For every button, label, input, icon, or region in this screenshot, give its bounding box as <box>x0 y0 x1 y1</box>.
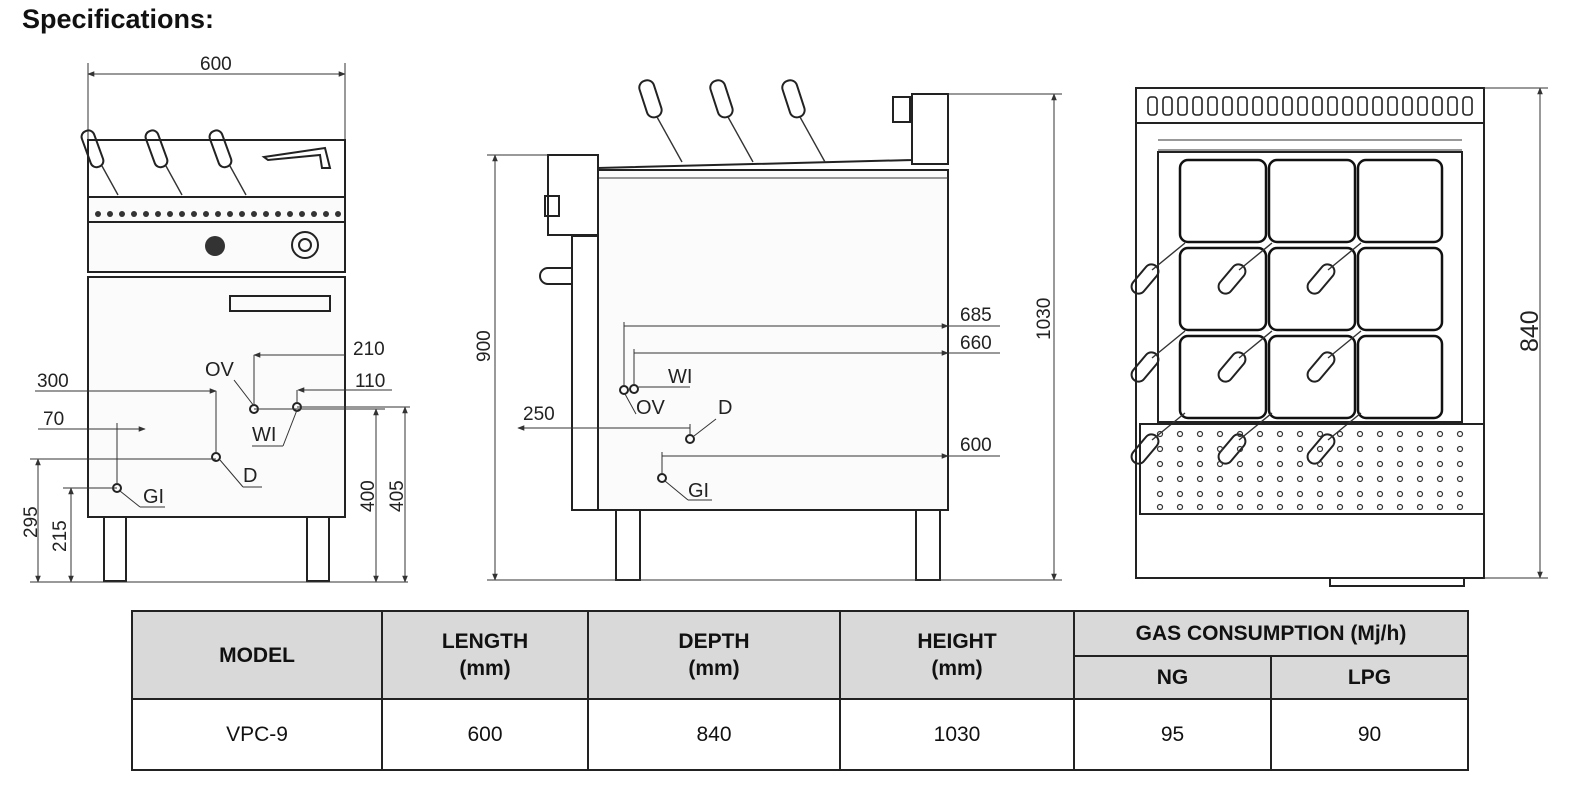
label-d-side: D <box>718 397 732 419</box>
label-gi-front: GI <box>143 486 164 508</box>
header-depth: DEPTH (mm) <box>587 610 841 700</box>
perforation-dots <box>1156 430 1464 511</box>
label-gi-side: GI <box>688 480 709 502</box>
label-d-front: D <box>243 465 257 487</box>
cell-lpg: 90 <box>1270 698 1469 771</box>
header-height: HEIGHT (mm) <box>839 610 1075 700</box>
control-knob <box>205 236 225 256</box>
top-vent-row <box>1147 96 1473 116</box>
ignition-button <box>291 231 319 259</box>
dim-210: 210 <box>353 339 385 360</box>
leg-left <box>103 516 127 582</box>
dim-295: 295 <box>21 506 42 538</box>
dim-300: 300 <box>37 371 69 392</box>
cell-depth: 840 <box>587 698 841 771</box>
page-title: Specifications: <box>22 4 215 34</box>
header-lpg: LPG <box>1270 655 1469 700</box>
dim-400: 400 <box>358 480 379 512</box>
top-basket-handles <box>1130 242 1362 465</box>
header-ng: NG <box>1073 655 1272 700</box>
cabinet-handle <box>229 295 331 312</box>
dim-685: 685 <box>960 305 992 326</box>
dim-70: 70 <box>43 409 64 430</box>
dim-250: 250 <box>523 404 555 425</box>
cell-ng: 95 <box>1073 698 1272 771</box>
dim-660: 660 <box>960 333 992 354</box>
cell-length: 600 <box>381 698 589 771</box>
specifications-table: MODEL LENGTH (mm) DEPTH (mm) HEIGHT (mm)… <box>131 610 1469 771</box>
dim-110: 110 <box>355 371 385 392</box>
table-row: VPC-9 600 840 1030 95 90 <box>131 698 1469 771</box>
technical-drawing: 600 <box>21 54 1548 587</box>
dim-900: 900 <box>474 330 495 362</box>
dim-600-depth: 600 <box>960 435 992 456</box>
top-view: 840 <box>1130 87 1548 587</box>
cell-height: 1030 <box>839 698 1075 771</box>
label-wi-front: WI <box>252 424 276 446</box>
header-length: LENGTH (mm) <box>381 610 589 700</box>
leg-right <box>306 516 330 582</box>
side-basket-handles <box>638 79 826 163</box>
front-view: 600 <box>21 54 410 583</box>
label-ov-side: OV <box>636 397 666 419</box>
dim-600-width: 600 <box>200 54 232 75</box>
dim-1030: 1030 <box>1034 298 1055 340</box>
header-gas-consumption: GAS CONSUMPTION (Mj/h) <box>1073 610 1469 657</box>
side-view: 685 660 250 600 WI OV D GI 900 1030 <box>474 79 1062 581</box>
label-wi-side: WI <box>668 366 692 388</box>
dim-215: 215 <box>50 520 71 552</box>
dim-405: 405 <box>387 480 408 512</box>
vent-dots <box>95 211 341 217</box>
water-tap <box>261 146 332 169</box>
label-ov-front: OV <box>205 359 235 381</box>
cell-model: VPC-9 <box>131 698 383 771</box>
basket-handles <box>80 129 247 196</box>
header-model: MODEL <box>131 610 383 700</box>
basket-grid <box>1178 158 1444 420</box>
dim-840: 840 <box>1516 310 1544 352</box>
